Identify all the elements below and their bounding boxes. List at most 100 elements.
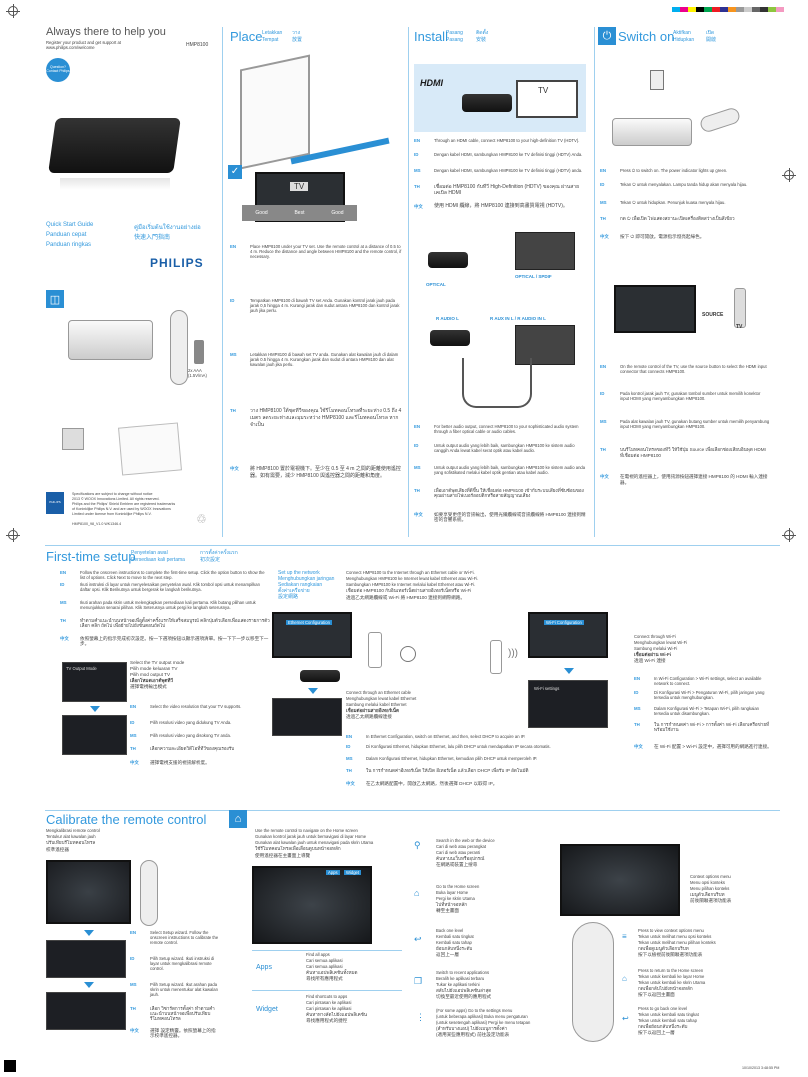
contact-badge[interactable]: Question? Contact Philips [46,58,70,82]
power-adapter [62,428,84,450]
install-zh2: 中文如要享受更佳的音訊輸出，使用光纖纜線或音訊纜線將 HMP8100 連接到精密… [414,512,586,523]
home-desc-5: 轉至主畫面 [436,908,459,913]
install-sub3: ติดตั้ง [476,30,489,36]
cal-zh: 中文選擇 設定精靈。依照螢幕上的指示校準遙控器。 [130,1028,216,1039]
recycle-icon: ♲ [196,512,207,526]
home-icon: ⌂ [229,810,247,828]
rca-cables [462,358,532,408]
wifi-signal-icon: ))) [508,648,518,659]
press-menu-3: Tekan untuk melihat menu pilihan konteks [638,940,716,945]
arrow-down-icon [84,930,94,936]
video-title-3: Pilih mod output TV [130,672,171,677]
switch-sub2: Hidupkan [673,37,695,43]
place-sub3: วาง [292,30,301,36]
wifi-title-4: เชื่อมต่อผ่าน Wi-Fi [634,652,672,657]
home-screen-tab-apps[interactable]: Apps [326,870,340,876]
product-reflection [60,178,170,190]
wifi-title-1: Connect through Wi-Fi [634,634,676,639]
calibrate-screen-2 [46,940,126,978]
ft-zh: 中文依照螢幕上的指示完成初次設定。按一下選項按鈕以顯示選項清單。按一下下一步以移… [60,636,269,647]
press-home-2: Tekan untuk kembali ke layar Home [638,974,705,979]
recent-desc-5: 切換至最近使用的應用程式 [436,994,492,999]
switch-zh1: 中文按下 ⏻ 即可開啟。電源指示燈亮起綠色。 [600,234,705,239]
apps-desc-2: Cari semua aplikasi [306,958,343,963]
optical-device [428,252,468,268]
recent-desc-2: Beralih ke aplikasi terbaru [436,976,485,981]
net-title-1: Set up the network [278,570,320,576]
wifi-tv [528,612,608,658]
product-image [48,118,181,173]
optical-label: OPTICAL [426,282,446,287]
coax-label: OPTICAL / SPDIF [515,274,552,279]
wifi-config-label: Wi-Fi Configuration [544,620,584,626]
switch-tv [614,285,696,333]
press-home-4: กดเพื่อกลับไปยังหน้าจอหลัก [638,986,693,991]
press-home-3: Tekan untuk kembali ke skrin Utama [638,980,706,985]
press-home-5: 按下以返回主畫面 [638,992,675,997]
switch-remote [698,106,742,134]
nav-remote [572,922,614,1042]
eth-title-2: Menghubungkan lewat kabel Ethernet [346,696,417,701]
first-time-sub2: Persediaan kali pertama [131,557,185,563]
home-intro-5: 使用遙控器在主畫面上導覽 [255,853,311,858]
place-sub2: Tempat [262,37,279,43]
context-desc-5: 前後關聯選項功能表 [690,898,732,903]
battery-label: 2x AAA (1.5V/mA) [188,368,207,379]
eth-title-1: Connect through an Ethernet cable [346,690,411,695]
divider [45,810,780,811]
registration-mark [6,4,20,18]
connect-desc-5: 透過乙太網路纜線或 Wi-Fi 將 HMP8100 連接到網際網路。 [346,595,465,600]
menu-desc-3: (untuk sesetengah aplikasi) Pergi ke men… [436,1020,531,1025]
back-desc-1: Back one level [436,928,464,933]
back-desc-5: 返回上一層 [436,952,459,957]
widget-desc-2: Cari pintasan ke aplikasi [306,1000,352,1005]
eth-zh: 中文在乙太網路配置中，開啟乙太網路，然後選擇 DHCP 以取得 IP。 [346,781,498,786]
press-back-4: กดเพื่อย้อนกลับหนึ่งระดับ [638,1024,688,1029]
aux-label: R AUX IN L / R AUDIO IN L [490,316,546,321]
arrow-down-icon [564,668,574,674]
qsg-en: Quick Start Guide [46,222,94,228]
recent-desc-3: Tukar ke aplikasi terkini [436,982,480,987]
divider [222,27,223,537]
recent-desc-1: Switch to recent applications [436,970,490,975]
video-zh: 中文選擇電視支援的視訊解析度。 [130,760,210,765]
connect-desc-1: Connect HMP8100 to the Internet through … [346,570,475,575]
install-tv [516,80,578,118]
search-desc-5: 在網路或裝置上搜尋 [436,862,478,867]
register-text: Register your product and get support at [46,40,121,45]
home-screen-tab-widget[interactable]: Widget [344,870,362,876]
eth-tv [272,612,352,658]
place-sub1: Letakkan [262,30,283,36]
back-desc-2: Kembali satu tingkat [436,934,474,939]
switch-zh2: 中文在電視的遙控器上，使用訊源按鈕選擇連接 HMP8100 的 HDMI 輸入連… [600,474,768,485]
power-icon: ⏻ [598,27,616,45]
press-menu-2: Tekan untuk melihat menu opsi konteks [638,934,712,939]
home-button-icon: ⌂ [622,974,627,983]
doc-code: HMP8100_98_V1.0 WK1346.4 [72,522,122,526]
menu-desc-2: (untuk beberapa aplikasi) Buka menu peng… [436,1014,528,1019]
eth-screen [272,698,342,736]
wifi-settings-label: Wi-Fi settings [534,686,560,691]
context-tv [560,844,680,916]
recent-desc-4: สลับไปยังแอปพลิเคชันล่าสุด [436,988,492,993]
install-sub1: Pasang [446,30,463,36]
connect-desc-2: Menghubungkan HMP8100 ke Internet lewat … [346,576,479,581]
apps-desc-4: ค้นหาแอปพลิเคชันทั้งหมด [306,970,358,975]
batteries [194,340,204,364]
wifi-screen [528,680,608,728]
